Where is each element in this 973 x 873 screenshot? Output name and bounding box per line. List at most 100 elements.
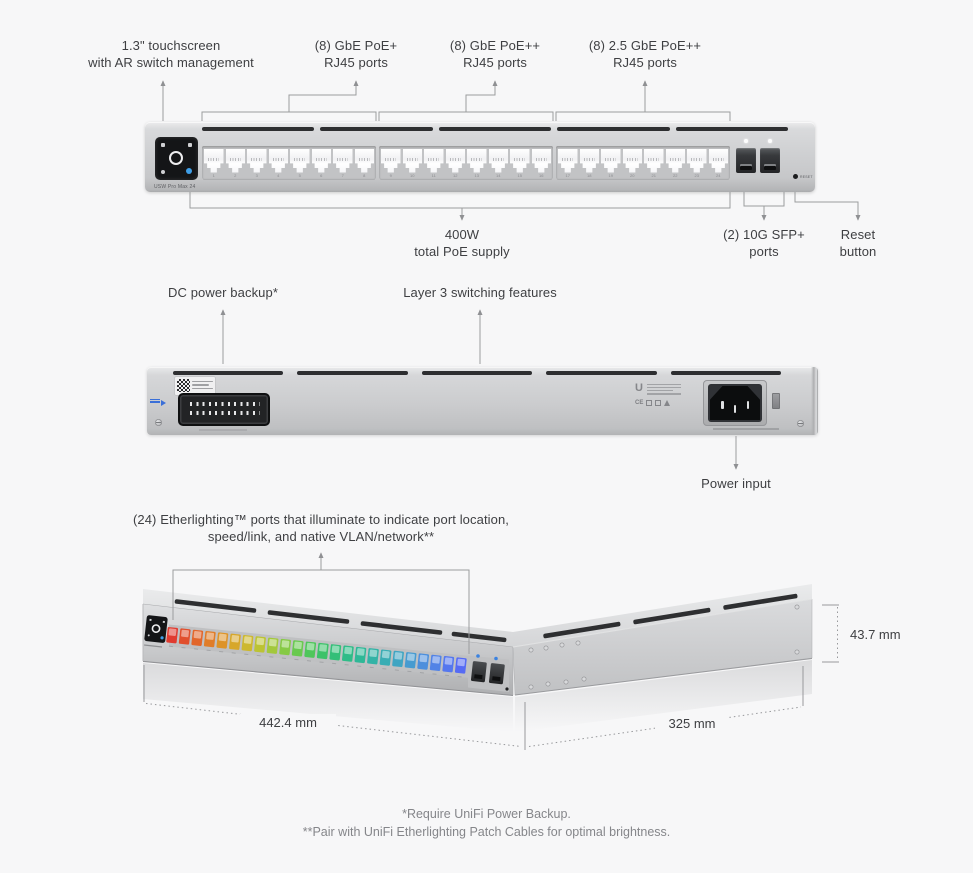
rj45-port — [601, 148, 621, 173]
etherlighting-port — [392, 650, 404, 671]
rj45-port — [558, 148, 578, 173]
switch-iso-view — [142, 584, 813, 732]
callout-poe-supply: 400W total PoE supply — [414, 227, 510, 259]
screw-icon — [794, 649, 800, 655]
screen-icon-bottom-left — [161, 170, 165, 174]
screw-icon — [559, 642, 565, 648]
port-number: 10 — [410, 173, 415, 178]
c14-socket — [708, 384, 762, 422]
screw-icon — [543, 645, 549, 651]
screw-icon — [545, 681, 551, 687]
rj45-port — [510, 148, 530, 173]
dc-input-marking — [150, 397, 168, 411]
sfp-led-2 — [768, 139, 772, 143]
port-number: 12 — [453, 173, 458, 178]
port-number: 18 — [587, 173, 592, 178]
inlet-latch — [772, 393, 780, 409]
footnotes: *Require UniFi Power Backup. **Pair with… — [0, 806, 973, 841]
port-number: 1 — [212, 173, 215, 178]
vent-slot — [173, 371, 284, 375]
rj45-port — [247, 148, 267, 173]
sfp-port-area — [734, 139, 782, 179]
port-number: 22 — [673, 173, 678, 178]
vent-slot — [438, 127, 552, 131]
callout-gbe-poe-plus-plus: (8) GbE PoE++ RJ45 ports — [449, 38, 541, 70]
port-number: 19 — [608, 173, 613, 178]
port-number: 16 — [539, 173, 544, 178]
etherlighting-port — [166, 627, 179, 648]
rj45-port — [445, 148, 465, 173]
model-label: USW Pro Max 24 — [154, 184, 196, 190]
etherlighting-port — [266, 637, 279, 658]
etherlighting-port — [203, 631, 216, 652]
port-number: 4 — [277, 173, 280, 178]
rj45-port — [381, 148, 401, 173]
rj45-port — [708, 148, 728, 173]
callout-power-input: Power input — [701, 476, 771, 491]
callout-dc-power-backup: DC power backup* — [168, 285, 278, 300]
dc-pins-row1 — [190, 402, 260, 406]
serial-qr-label — [175, 377, 215, 395]
screw-icon — [794, 604, 800, 610]
vent-slot — [320, 127, 433, 131]
port-number: 20 — [630, 173, 635, 178]
etherlighting-port — [241, 634, 254, 656]
sfp-port-2 — [760, 148, 780, 173]
etherlighting-port — [216, 632, 229, 653]
port-number: 17 — [565, 173, 570, 178]
dc-power-backup-connector — [178, 393, 270, 426]
port-number: 15 — [517, 173, 522, 178]
etherlighting-ports — [166, 604, 800, 690]
vent-slot — [546, 371, 657, 375]
cert-icon — [655, 400, 662, 406]
dimension-depth: 325 mm — [655, 715, 729, 733]
vent-slot — [675, 127, 789, 131]
dc-pins-row2 — [190, 411, 260, 415]
port-number: 13 — [474, 173, 479, 178]
port-number: 3 — [255, 173, 258, 178]
rj45-port — [424, 148, 444, 173]
cert-icon — [646, 400, 653, 406]
dc-arrow-icon — [161, 400, 166, 406]
rj45-port — [467, 148, 487, 173]
port-number: 14 — [496, 173, 501, 178]
port-number: 6 — [320, 173, 323, 178]
rj45-port — [687, 148, 707, 173]
screw-icon — [581, 676, 587, 682]
cert-icon — [664, 400, 671, 406]
certification-icons: CE — [635, 400, 671, 406]
ce-mark: CE — [635, 400, 644, 406]
iso-sfp-led — [494, 656, 498, 661]
sfp-port-1 — [736, 148, 756, 173]
screw-icon — [528, 684, 534, 690]
port-number: 7 — [341, 173, 344, 178]
etherlighting-port — [367, 648, 379, 669]
etherlighting-port — [178, 628, 191, 649]
footnote-1: *Require UniFi Power Backup. — [402, 807, 571, 821]
callout-touchscreen-line1: 1.3" touchscreen — [121, 38, 221, 53]
screw-icon — [155, 419, 162, 426]
rj45-port — [402, 148, 422, 173]
screw-icon — [563, 679, 569, 685]
screw-icon — [575, 640, 581, 646]
rj45-port — [579, 148, 599, 173]
etherlighting-port — [404, 652, 417, 673]
etherlighting-port — [354, 646, 367, 667]
rj45-port — [333, 148, 353, 173]
top-vent-slots — [202, 127, 789, 131]
etherlighting-port — [191, 629, 204, 650]
screw-icon — [528, 647, 534, 653]
screw-icon — [797, 420, 804, 427]
rj45-port — [488, 148, 508, 173]
ubiquiti-logo: U — [635, 382, 643, 394]
rj45-port — [311, 148, 331, 173]
screen-icon-top-left — [161, 143, 165, 147]
rj45-port — [268, 148, 288, 173]
rj45-port — [204, 148, 224, 173]
callout-etherlighting: (24) Etherlighting™ ports that illuminat… — [132, 512, 510, 544]
qr-code — [177, 379, 190, 392]
etherlighting-port — [304, 641, 317, 662]
